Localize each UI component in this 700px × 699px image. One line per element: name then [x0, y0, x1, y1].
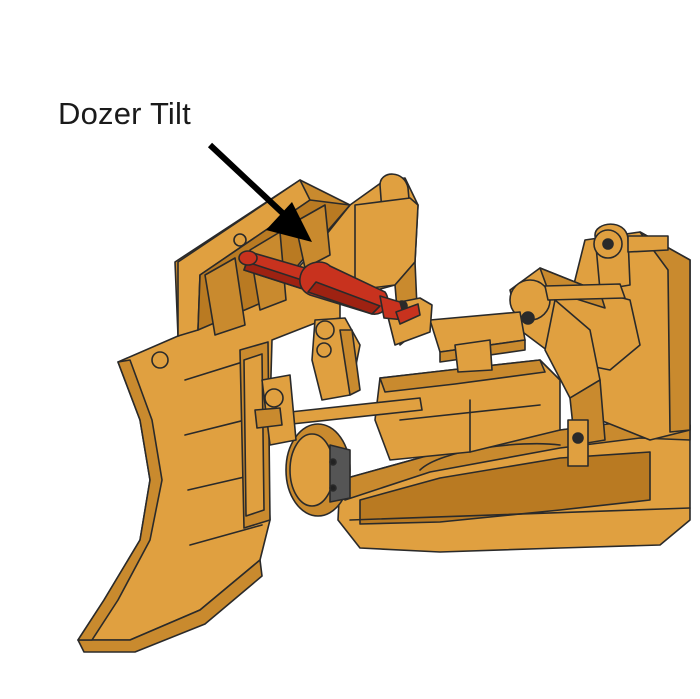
center-joint [285, 423, 351, 517]
track-frame [337, 223, 691, 553]
mount-brackets [254, 297, 433, 446]
callout-arrow [207, 142, 312, 242]
tilt-cylinder [238, 250, 421, 325]
push-arm [289, 311, 561, 461]
callout-label: Dozer Tilt [58, 96, 191, 131]
